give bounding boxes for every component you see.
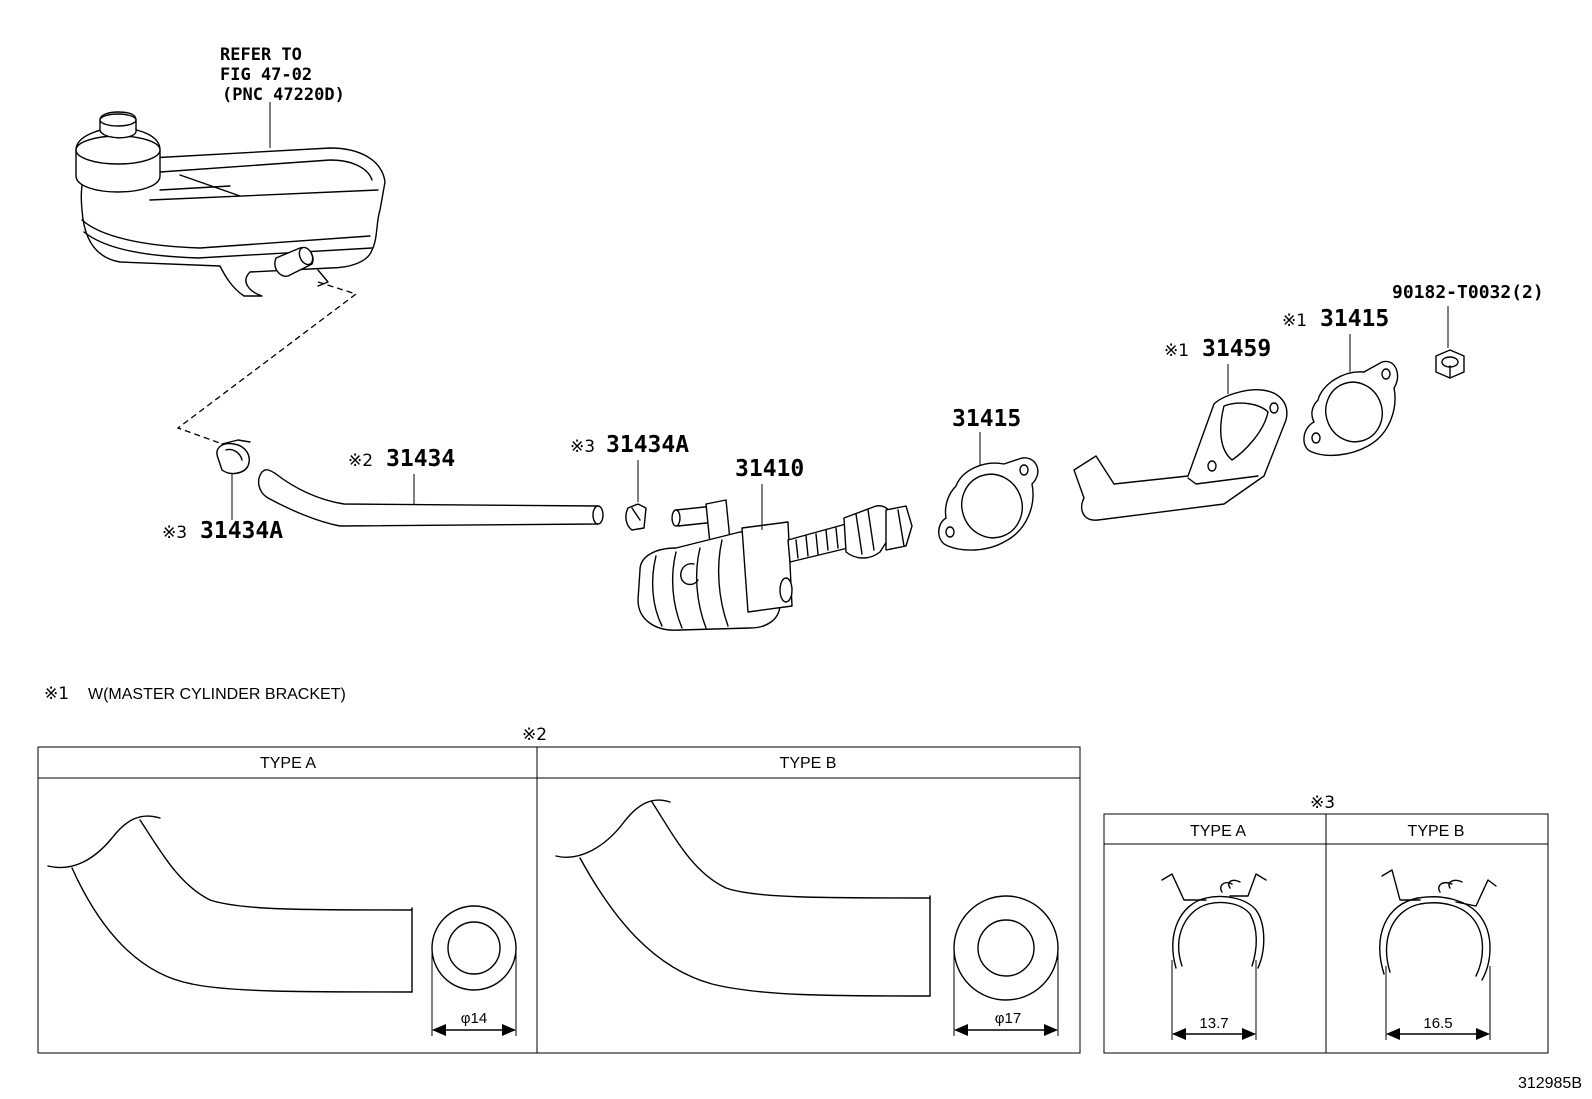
nut-drawing <box>1435 349 1465 379</box>
figure-id: 312985B <box>1518 1075 1582 1092</box>
bracket-drawing <box>1073 388 1288 521</box>
hose-drawing <box>257 469 604 527</box>
bracket-mark: ※1 <box>1164 341 1189 361</box>
nut-part-number: 90182-T0032(2) <box>1392 282 1544 303</box>
note-1-mark: ※1 <box>44 684 69 704</box>
dashed-connection-line <box>176 281 358 447</box>
bracket-part-number: 31459 <box>1202 336 1271 362</box>
note-1-text: W(MASTER CYLINDER BRACKET) <box>88 686 346 703</box>
gasket-part-number: 31415 <box>952 406 1021 432</box>
hose-type-a-diameter: φ14 <box>461 1010 487 1027</box>
left-clip-part-number: 31434A <box>200 518 283 544</box>
reservoir-drawing <box>75 111 386 297</box>
left-clip-mark: ※3 <box>162 523 187 543</box>
gasket-2-drawing <box>1303 360 1399 457</box>
reference-line-2: FIG 47-02 <box>220 65 312 85</box>
clip-type-b-drawing <box>1379 869 1497 1040</box>
clip-type-b-size: 16.5 <box>1423 1015 1452 1032</box>
clip-type-table: ※3 TYPE A TYPE B 13.7 <box>1103 793 1549 1054</box>
reference-line-3: (PNC 47220D) <box>222 85 345 105</box>
hose-mark: ※2 <box>348 451 373 471</box>
right-clip-mark: ※3 <box>570 437 595 457</box>
left-clip-drawing <box>216 439 251 475</box>
gasket-2-part-number: 31415 <box>1320 306 1389 332</box>
hose-type-a-drawing <box>47 815 517 1036</box>
reference-line-1: REFER TO <box>220 45 302 65</box>
clip-table-mark: ※3 <box>1310 793 1335 813</box>
hose-type-table: ※2 TYPE A TYPE B φ14 <box>37 725 1081 1054</box>
clip-type-b-header: TYPE B <box>1408 823 1465 840</box>
gasket-2-mark: ※1 <box>1282 311 1307 331</box>
hose-type-b-drawing <box>555 799 1059 1036</box>
master-cylinder-part-number: 31410 <box>735 456 804 482</box>
right-clip-drawing <box>625 503 647 531</box>
clip-type-a-drawing <box>1161 873 1267 1040</box>
gasket-drawing <box>938 457 1039 551</box>
right-clip-part-number: 31434A <box>606 432 689 458</box>
hose-table-mark: ※2 <box>522 725 547 745</box>
master-cylinder-drawing <box>637 499 913 631</box>
hose-type-b-header: TYPE B <box>780 755 837 772</box>
clip-type-a-header: TYPE A <box>1190 823 1246 840</box>
hose-part-number: 31434 <box>386 446 455 472</box>
clip-type-a-size: 13.7 <box>1199 1015 1228 1032</box>
hose-type-a-header: TYPE A <box>260 755 316 772</box>
hose-type-b-diameter: φ17 <box>995 1010 1021 1027</box>
